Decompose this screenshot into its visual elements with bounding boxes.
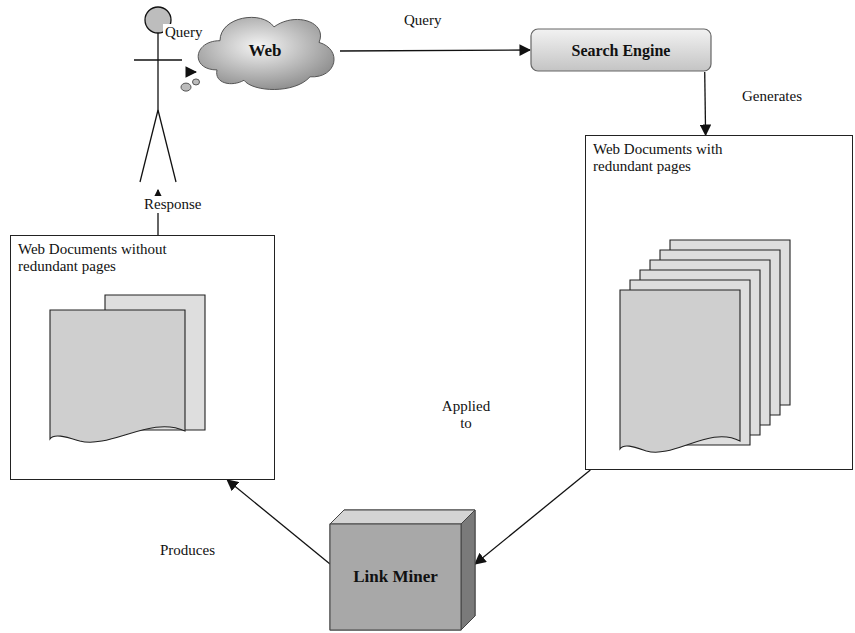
flow-arrow (704, 72, 706, 135)
document-box: Web Documents without redundant pages (10, 235, 275, 480)
cloud-node: Web (190, 8, 340, 94)
process-block: Link Miner (330, 510, 475, 630)
arrow-label: Response (142, 196, 204, 213)
flow-arrow (340, 50, 530, 51)
node-text: Search Engine (572, 41, 671, 60)
node-outline (585, 135, 853, 470)
node-text: Link Miner (353, 567, 438, 587)
edge-label: Produces (158, 542, 217, 559)
edge-label: Query (402, 12, 444, 29)
arrow-label: Query (163, 24, 205, 41)
edge-label: Generates (740, 88, 804, 105)
document-box: Web Documents with redundant pages (585, 135, 853, 470)
node-text: Web (248, 41, 281, 61)
flow-arrow (475, 470, 590, 564)
flow-arrow (227, 480, 330, 564)
node-text: Web Documents with redundant pages (593, 141, 778, 175)
node-text: Web Documents without redundant pages (18, 241, 168, 275)
query-arrow (186, 71, 196, 72)
document-page (50, 310, 185, 442)
edge-label: Applied to (438, 398, 494, 432)
document-page (620, 290, 740, 452)
process-box: Search Engine (530, 28, 712, 72)
